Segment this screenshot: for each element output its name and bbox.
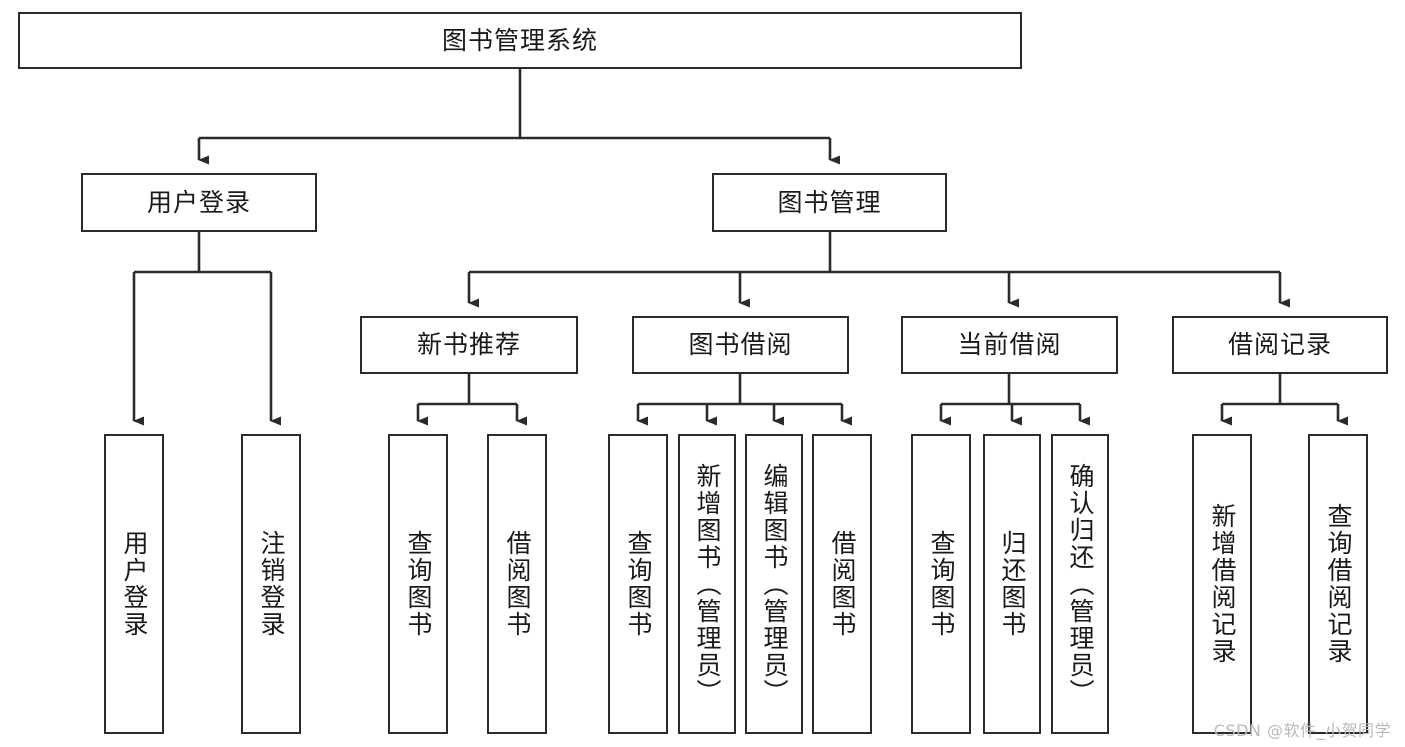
node-leaf-query-book-current-label: 查询图书	[927, 530, 956, 638]
node-leaf-query-book-recommend-label: 查询图书	[404, 530, 433, 638]
node-leaf-query-book-borrow-label: 查询图书	[624, 530, 653, 638]
node-book-management[interactable]: 图书管理	[712, 173, 947, 232]
node-book-management-label: 图书管理	[777, 187, 882, 217]
node-leaf-borrow-book-recommend[interactable]: 借阅图书	[487, 434, 547, 734]
node-user-login-label: 用户登录	[146, 187, 251, 217]
watermark-text: CSDN @软件_小贺同学	[1213, 721, 1391, 740]
node-leaf-borrow-book-label: 借阅图书	[828, 530, 857, 638]
node-borrow-record-label: 借阅记录	[1227, 330, 1332, 360]
node-leaf-edit-book-admin[interactable]: 编辑图书（管理员）	[745, 434, 803, 734]
node-book-borrow-label: 图书借阅	[688, 330, 793, 360]
node-leaf-query-borrow-record-label: 查询借阅记录	[1324, 503, 1353, 665]
node-leaf-add-book-admin-label: 新增图书（管理员）	[693, 462, 722, 706]
node-leaf-borrow-book-recommend-label: 借阅图书	[503, 530, 532, 638]
node-leaf-query-book-recommend[interactable]: 查询图书	[388, 434, 448, 734]
node-leaf-return-book[interactable]: 归还图书	[983, 434, 1041, 734]
node-leaf-confirm-return-admin-label: 确认归还（管理员）	[1066, 462, 1095, 706]
node-leaf-return-book-label: 归还图书	[998, 530, 1027, 638]
node-new-book-recommend[interactable]: 新书推荐	[360, 316, 578, 374]
node-new-book-recommend-label: 新书推荐	[416, 330, 521, 360]
node-leaf-user-login[interactable]: 用户登录	[104, 434, 164, 734]
node-leaf-query-borrow-record[interactable]: 查询借阅记录	[1308, 434, 1368, 734]
node-root[interactable]: 图书管理系统	[18, 12, 1022, 69]
node-leaf-add-borrow-record[interactable]: 新增借阅记录	[1192, 434, 1252, 734]
node-leaf-confirm-return-admin[interactable]: 确认归还（管理员）	[1051, 434, 1109, 734]
node-current-borrow-label: 当前借阅	[957, 330, 1062, 360]
node-borrow-record[interactable]: 借阅记录	[1172, 316, 1388, 374]
node-root-label: 图书管理系统	[441, 25, 598, 55]
node-leaf-add-book-admin[interactable]: 新增图书（管理员）	[678, 434, 736, 734]
node-leaf-edit-book-admin-label: 编辑图书（管理员）	[760, 462, 789, 706]
node-leaf-query-book-borrow[interactable]: 查询图书	[608, 434, 668, 734]
node-leaf-user-login-label: 用户登录	[120, 530, 149, 638]
node-leaf-logout[interactable]: 注销登录	[241, 434, 301, 734]
node-current-borrow[interactable]: 当前借阅	[901, 316, 1118, 374]
node-book-borrow[interactable]: 图书借阅	[632, 316, 849, 374]
node-leaf-query-book-current[interactable]: 查询图书	[911, 434, 971, 734]
node-leaf-logout-label: 注销登录	[257, 530, 286, 638]
node-leaf-add-borrow-record-label: 新增借阅记录	[1208, 503, 1237, 665]
node-leaf-borrow-book[interactable]: 借阅图书	[812, 434, 872, 734]
node-user-login[interactable]: 用户登录	[81, 173, 317, 232]
